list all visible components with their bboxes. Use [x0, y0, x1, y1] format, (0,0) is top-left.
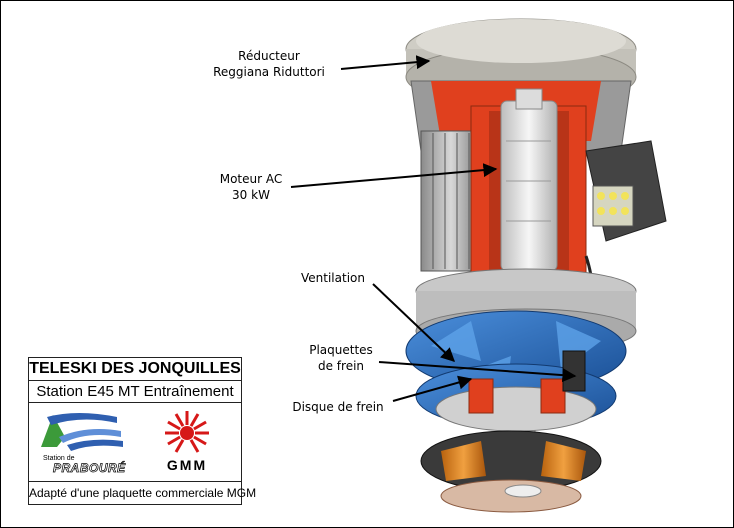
reducer-housing	[405, 18, 637, 108]
info-plaque: TELESKI DES JONQUILLES Station E45 MT En…	[28, 357, 257, 505]
station-small-text: Station de	[43, 455, 75, 462]
plaque-logos: Station de PRABOURÉ	[29, 403, 241, 482]
label-ventilation: Ventilation	[301, 271, 365, 285]
station-name-text: PRABOURÉ	[53, 461, 126, 476]
gmm-logo: GMM	[147, 407, 227, 477]
label-moteur-line2: 30 kW	[232, 188, 270, 202]
plaque-title: TELESKI DES JONQUILLES	[29, 358, 241, 381]
label-disque: Disque de frein	[292, 400, 384, 414]
gmm-text: GMM	[166, 457, 208, 473]
label-reducteur: Réducteur Reggiana Riduttori	[199, 48, 339, 80]
plaque-subtitle: Station E45 MT Entraînement	[29, 381, 241, 403]
label-reducteur-line2: Reggiana Riduttori	[213, 65, 325, 79]
label-moteur-line1: Moteur AC	[219, 172, 283, 186]
callout-arrows	[290, 55, 577, 402]
label-moteur: Moteur AC 30 kW	[206, 171, 296, 203]
station-mountain-icon	[41, 413, 123, 451]
label-reducteur-line1: Réducteur	[238, 49, 300, 63]
bottom-coil	[420, 430, 602, 513]
arrow-reducteur	[340, 55, 431, 70]
label-plaquettes: Plaquettes de frein	[301, 342, 381, 374]
arrow-plaquettes	[378, 361, 577, 383]
label-plaquettes-line1: Plaquettes	[309, 343, 373, 357]
station-prabouré-logo: Station de PRABOURÉ	[37, 407, 127, 477]
plaque-footer: Adapté d'une plaquette commerciale MGM	[29, 486, 257, 500]
arrow-moteur	[290, 163, 498, 188]
arrow-disque	[392, 375, 473, 402]
gmm-sunburst-icon	[165, 411, 209, 453]
arrow-ventilation	[372, 283, 456, 362]
label-plaquettes-line2: de frein	[317, 359, 365, 373]
